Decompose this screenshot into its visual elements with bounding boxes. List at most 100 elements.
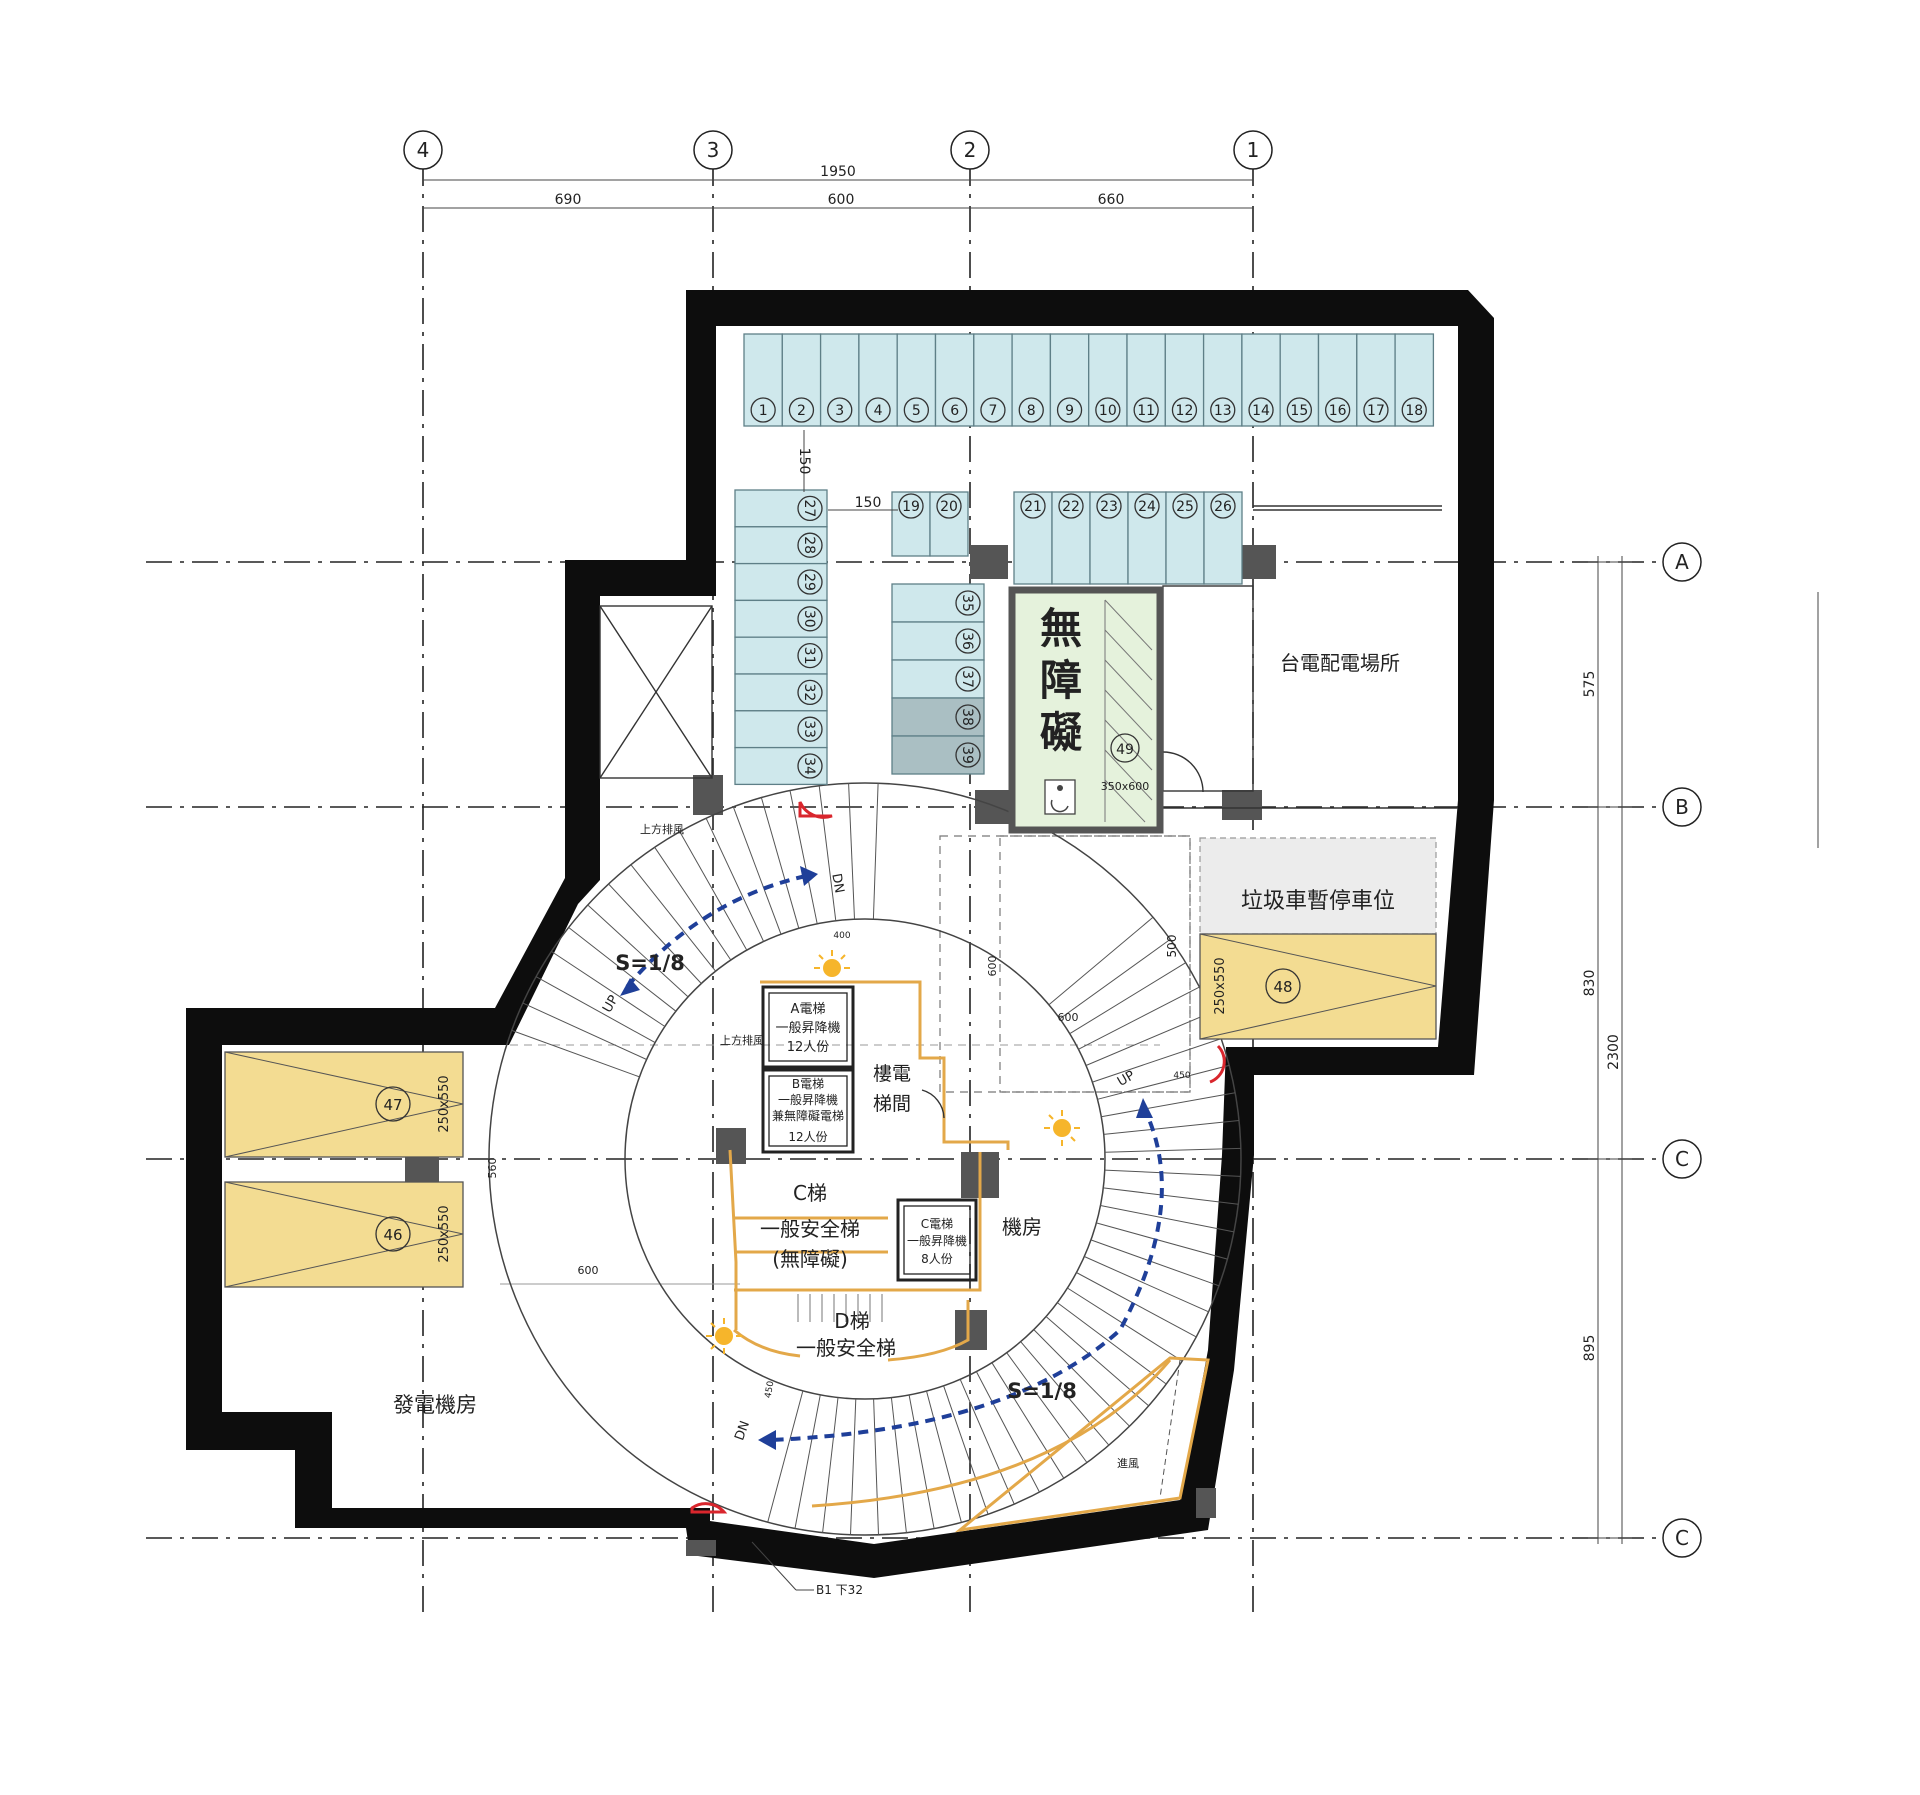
dim-top-total: 1950: [820, 164, 856, 180]
parking-slot: 23: [1089, 491, 1129, 585]
grid-label-2: 2: [964, 138, 977, 162]
small-annotations: 上方排風 上方排風 進風 600 600 600 560 400 450 450…: [486, 822, 1191, 1597]
dim-400: 400: [833, 931, 850, 941]
parking-slot: 32: [734, 673, 828, 712]
ramp-dn-upper: DN: [828, 872, 846, 894]
parking-slot: 37: [891, 659, 985, 699]
light-icon: [814, 950, 850, 977]
parking-slot: 12: [1164, 333, 1205, 427]
parking-slot: 25: [1165, 491, 1205, 585]
ramp-dn-lower: DN: [732, 1419, 753, 1443]
parking-slot: 29: [734, 562, 828, 602]
stair-c-accessible: (無障礙): [772, 1247, 848, 1271]
parking-slot-number: 21: [1024, 499, 1042, 515]
ramp-up-lower: UP: [1115, 1068, 1138, 1090]
arrow-head-icon: [758, 1430, 776, 1450]
parking-46: 46 250x550: [224, 1181, 464, 1288]
parking-slot-number: 29: [801, 573, 817, 591]
intake-label: 進風: [1117, 1457, 1139, 1470]
building-wall: [186, 290, 1494, 1578]
elevator-b-accessible: 兼無障礙電梯: [772, 1108, 844, 1123]
parking-slot: 34: [734, 746, 828, 786]
door-icon: [798, 801, 833, 819]
top-dimensions: 1950 690 600 660: [423, 164, 1253, 209]
elevator-c-title: C電梯: [921, 1217, 953, 1231]
parking-slot-number: 8: [1027, 403, 1036, 419]
parking-slot: 8: [1011, 333, 1052, 427]
stair-c-title: C梯: [793, 1181, 827, 1205]
parking-slot: 19: [891, 491, 931, 557]
parking-slot-number: 13: [1214, 403, 1232, 419]
grid-label-c1: C: [1675, 1147, 1689, 1171]
parking-slot: 6: [934, 333, 975, 427]
elevator-c-type: 一般昇降機: [907, 1233, 967, 1248]
parking-47: 47 250x550: [224, 1051, 464, 1158]
ramp-slope-lower: S=1/8: [1007, 1379, 1077, 1403]
grid-label-4: 4: [417, 138, 430, 162]
elevator-a-type: 一般昇降機: [775, 1020, 840, 1036]
parking-slot: 35: [891, 583, 985, 623]
door-icon: [1209, 1044, 1226, 1084]
parking-slot: 13: [1202, 333, 1243, 427]
elevator-b-title: B電梯: [792, 1077, 824, 1091]
grid-bubbles-top: 4 3 2 1: [403, 130, 1273, 170]
grid-label-b: B: [1675, 795, 1689, 819]
parking-slot-number: 20: [940, 499, 958, 515]
parking-slot-number: 19: [902, 499, 920, 515]
room-taipower-label: 台電配電場所: [1280, 651, 1400, 675]
parking-slot-number: 28: [801, 536, 817, 554]
dim-right-span-1: 575: [1582, 671, 1598, 698]
accessible-label-1: 無: [1040, 604, 1082, 653]
dim-right-span-3: 895: [1582, 1335, 1598, 1362]
fire-doors: [690, 801, 1226, 1514]
parking-slot-number: 22: [1062, 499, 1080, 515]
core: A電梯 一般昇降機 12人份 B電梯 一般昇降機 兼無障礙電梯 12人份 樓電 …: [728, 980, 1042, 1362]
parking-slot: 7: [973, 333, 1013, 427]
parking-slot: 1: [743, 333, 783, 427]
parking-48-size: 250x550: [1213, 957, 1228, 1014]
parking-slot-number: 36: [959, 632, 975, 650]
parking-slot-number: 32: [801, 683, 817, 701]
elevator-a-title: A電梯: [791, 1002, 826, 1017]
parking-slot-number: 6: [950, 403, 959, 419]
parking-slot-number: 23: [1100, 499, 1118, 515]
parking-slot: 20: [929, 491, 969, 557]
grid-bubbles-right: A B C C: [1662, 542, 1702, 1558]
parking-slot: 31: [734, 636, 828, 675]
parking-46-number: 46: [383, 1226, 402, 1244]
right-dimensions: 575 830 895 2300: [1582, 556, 1819, 1544]
parking-slot-number: 14: [1252, 403, 1270, 419]
parking-slot: 18: [1394, 333, 1435, 427]
parking-slot-number: 34: [801, 757, 817, 775]
dim-600-center: 600: [1058, 1011, 1079, 1024]
stairhall-label-2: 梯間: [873, 1093, 911, 1115]
parking-slot: 11: [1126, 333, 1166, 427]
garbage-truck-label: 垃圾車暫停車位: [1241, 889, 1395, 914]
parking-slot-number: 37: [959, 670, 975, 688]
arrow-head-icon: [620, 978, 640, 996]
machine-room-label: 機房: [1002, 1215, 1042, 1239]
parking-slot: 10: [1088, 333, 1128, 427]
parking-slot: 26: [1203, 491, 1243, 585]
grid-label-1: 1: [1247, 138, 1260, 162]
arrow-head-icon: [800, 866, 818, 886]
parking-slot-number: 33: [801, 720, 817, 738]
ramp-arrows: S=1/8 S=1/8 DN UP UP DN: [600, 866, 1164, 1450]
dim-top-span-1: 690: [555, 192, 582, 208]
dim-top-span-2: 600: [828, 192, 855, 208]
parking-slot: 16: [1317, 333, 1358, 427]
room-generator: 發電機房: [393, 1393, 477, 1417]
dim-600-vertical: 600: [986, 956, 999, 977]
garbage-truck-bay: 垃圾車暫停車位: [1199, 837, 1437, 935]
ramp-slope-upper: S=1/8: [615, 951, 685, 975]
exhaust-label-core: 上方排風: [720, 1033, 764, 1047]
parking-slot: 28: [734, 526, 828, 565]
parking-slot: 24: [1127, 491, 1167, 585]
parking-slot: 14: [1241, 333, 1281, 427]
parking-48-number: 48: [1273, 978, 1292, 996]
parking-slot: 5: [896, 333, 937, 427]
parking-slot-number: 39: [959, 746, 975, 764]
accessible-slot-number: 49: [1116, 742, 1134, 758]
